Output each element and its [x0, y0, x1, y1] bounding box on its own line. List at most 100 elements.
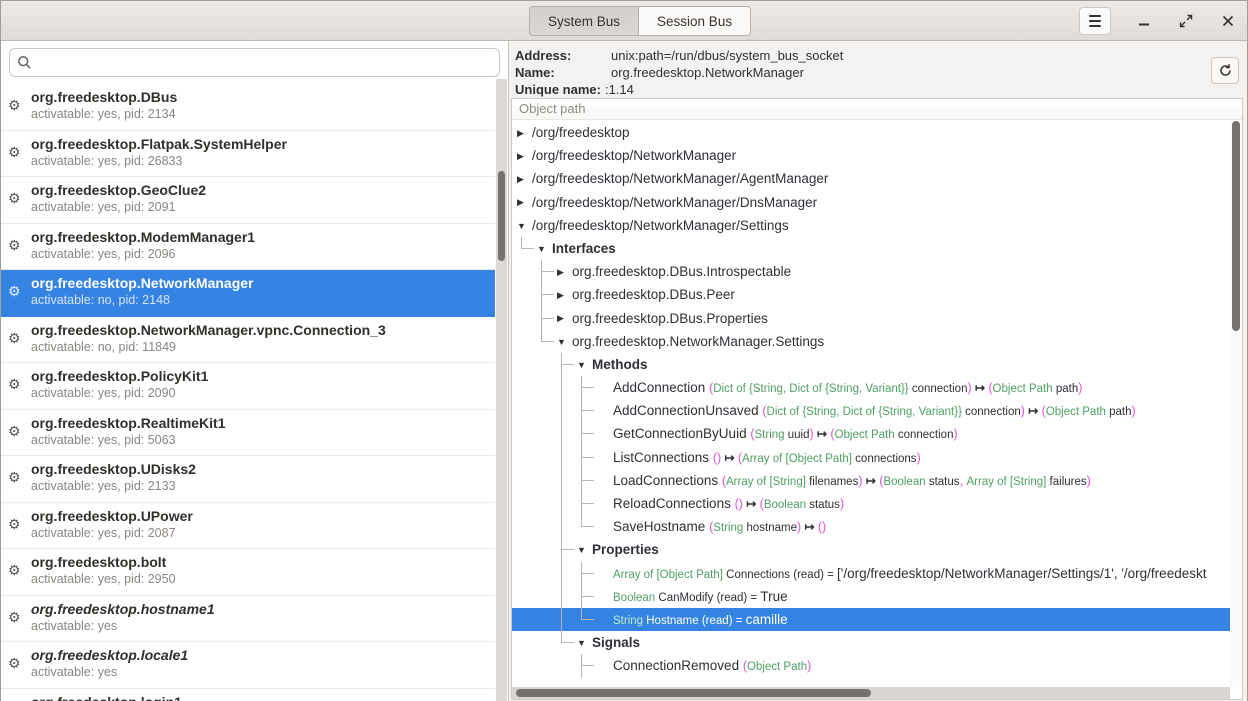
bus-detail-label: activatable: yes: [31, 618, 118, 633]
tree-row[interactable]: ▶org.freedesktop.DBus.Peer: [512, 283, 1230, 307]
tree-vscrollbar[interactable]: [1230, 121, 1242, 687]
chevron-down-icon[interactable]: ▼: [517, 220, 526, 231]
chevron-right-icon[interactable]: ▶: [557, 313, 564, 324]
tree-row-text: Signals: [592, 635, 641, 651]
chevron-down-icon[interactable]: ▼: [557, 336, 566, 347]
tree-row[interactable]: AddConnection (Dict of {String, Dict of …: [512, 376, 1230, 400]
bus-name-label: org.freedesktop.GeoClue2: [31, 182, 207, 198]
close-icon[interactable]: [1219, 12, 1237, 30]
tree-branch-line: [581, 654, 594, 678]
tree-row[interactable]: String Hostname (read) = camille: [512, 607, 1230, 632]
tree-row[interactable]: ▼Properties: [512, 538, 1230, 562]
bus-detail-label: activatable: no, pid: 2148: [31, 293, 170, 307]
tree-row-text: ↦: [1024, 404, 1042, 419]
tree-row[interactable]: Boolean CanModify (read) = True: [512, 584, 1230, 608]
tree-guide-line: [561, 492, 562, 516]
tree-row[interactable]: ▶ org.freedesktop.DBus.Introspectable: [512, 260, 1230, 284]
tree-row-text: /org/freedesktop: [532, 125, 630, 140]
search-input[interactable]: [9, 48, 500, 77]
tree-row-text: Dict of {String, Dict of {String, Varian…: [766, 406, 962, 419]
tree-row-text: (: [879, 473, 884, 488]
tree-vscrollbar-thumb[interactable]: [1232, 121, 1240, 331]
refresh-icon: [1219, 64, 1231, 76]
menu-icon[interactable]: [1079, 7, 1111, 35]
list-item[interactable]: ⚙org.freedesktop.NetworkManager.vpnc.Con…: [1, 317, 495, 363]
object-path-column-header[interactable]: Object path: [512, 99, 1242, 120]
tree-row-text: org.freedesktop.DBus.Introspectable: [572, 264, 792, 280]
tree-row[interactable]: ▶org.freedesktop.DBus.Properties: [512, 306, 1230, 330]
tree-row-text: (: [988, 381, 993, 396]
tree-row[interactable]: ▼Methods: [512, 352, 1230, 377]
tab-session-bus[interactable]: Session Bus: [639, 6, 752, 36]
chevron-right-icon[interactable]: ▶: [517, 174, 524, 185]
tree-row[interactable]: Array of [Object Path] Connections (read…: [512, 561, 1230, 585]
tree-row[interactable]: AddConnectionUnsaved (Dict of {String, D…: [512, 399, 1230, 423]
tree-hscrollbar[interactable]: [512, 687, 1230, 699]
tree-row-text: status: [806, 499, 840, 511]
chevron-down-icon[interactable]: ▼: [577, 359, 586, 370]
chevron-down-icon[interactable]: ▼: [537, 243, 546, 254]
tree-guide-line: [561, 584, 562, 608]
tree-row[interactable]: ConnectionRemoved (Object Path): [512, 654, 1230, 678]
chevron-right-icon[interactable]: ▶: [517, 151, 524, 162]
sidebar-scrollbar-thumb[interactable]: [498, 171, 505, 261]
tree-row[interactable]: ▶/org/freedesktop/NetworkManager/DnsMana…: [512, 191, 1230, 214]
tree-row-text: (): [817, 520, 827, 535]
tree-row[interactable]: LoadConnections (Array of [String] filen…: [512, 468, 1230, 492]
object-path-frame: Object path ▶/org/freedesktop▶/org/freed…: [511, 98, 1243, 700]
refresh-button[interactable]: [1211, 57, 1239, 84]
tree-branch-line: [541, 283, 554, 307]
sidebar-scrollbar[interactable]: [496, 79, 507, 701]
chevron-right-icon[interactable]: ▶: [517, 127, 524, 138]
tree-row-text: /org/freedesktop/NetworkManager/Settings: [532, 217, 789, 233]
tree-row[interactable]: ▶/org/freedesktop/NetworkManager/AgentMa…: [512, 167, 1230, 190]
bus-detail-label: activatable: yes, pid: 2096: [31, 246, 176, 261]
tree-row-text: (: [709, 520, 714, 535]
tree-row-text: Array of [String]: [726, 475, 806, 488]
list-item[interactable]: ⚙org.freedesktop.login1: [1, 689, 495, 701]
tree-row[interactable]: ▼Interfaces: [512, 236, 1230, 260]
tree-row[interactable]: ListConnections () ↦ (Array of [Object P…: [512, 445, 1230, 469]
tree-row-text: True: [760, 588, 788, 604]
tree-row[interactable]: ▼ /org/freedesktop/NetworkManager/Setting…: [512, 214, 1230, 237]
chevron-right-icon[interactable]: ▶: [557, 290, 564, 301]
chevron-down-icon[interactable]: ▼: [577, 545, 586, 556]
tree-hscrollbar-thumb[interactable]: [516, 689, 871, 697]
chevron-right-icon[interactable]: ▶: [557, 266, 564, 277]
tree-branch-line: [581, 422, 594, 446]
bus-name-label: org.freedesktop.locale1: [31, 647, 189, 663]
tree-row-text: String: [754, 429, 785, 442]
chevron-right-icon[interactable]: ▶: [517, 197, 524, 208]
tree-row-text: (: [721, 473, 727, 488]
tree-row[interactable]: ▼org.freedesktop.NetworkManager.Settings: [512, 329, 1230, 353]
tree-row-text: ,: [959, 473, 967, 488]
bus-detail-label: activatable: no, pid: 11849: [31, 339, 177, 354]
tree-row[interactable]: ReloadConnections () ↦ (Boolean status): [512, 492, 1230, 516]
tree-row[interactable]: SaveHostname (String hostname) ↦ (): [512, 515, 1230, 539]
tab-system-bus[interactable]: System Bus: [529, 6, 640, 36]
object-path-tree: ▶/org/freedesktop▶/org/freedesktop/Netwo…: [512, 121, 1230, 687]
tree-row[interactable]: GetConnectionByUuid (String uuid) ↦ (Obj…: [512, 422, 1230, 446]
tree-row-text: ): [1086, 473, 1091, 488]
bus-name-label: org.freedesktop.NetworkManager: [31, 275, 254, 291]
tree-row[interactable]: ▼ Signals: [512, 631, 1230, 654]
tree-row[interactable]: ▶ /org/freedesktop: [512, 121, 1230, 144]
minimize-icon[interactable]: [1135, 12, 1153, 30]
tree-row[interactable]: ▶/org/freedesktop/NetworkManager: [512, 144, 1230, 167]
maximize-icon[interactable]: [1177, 12, 1195, 30]
tree-branch-line: [561, 538, 574, 562]
chevron-down-icon[interactable]: ▼: [577, 637, 586, 648]
tree-row-text: failures: [1046, 475, 1087, 488]
